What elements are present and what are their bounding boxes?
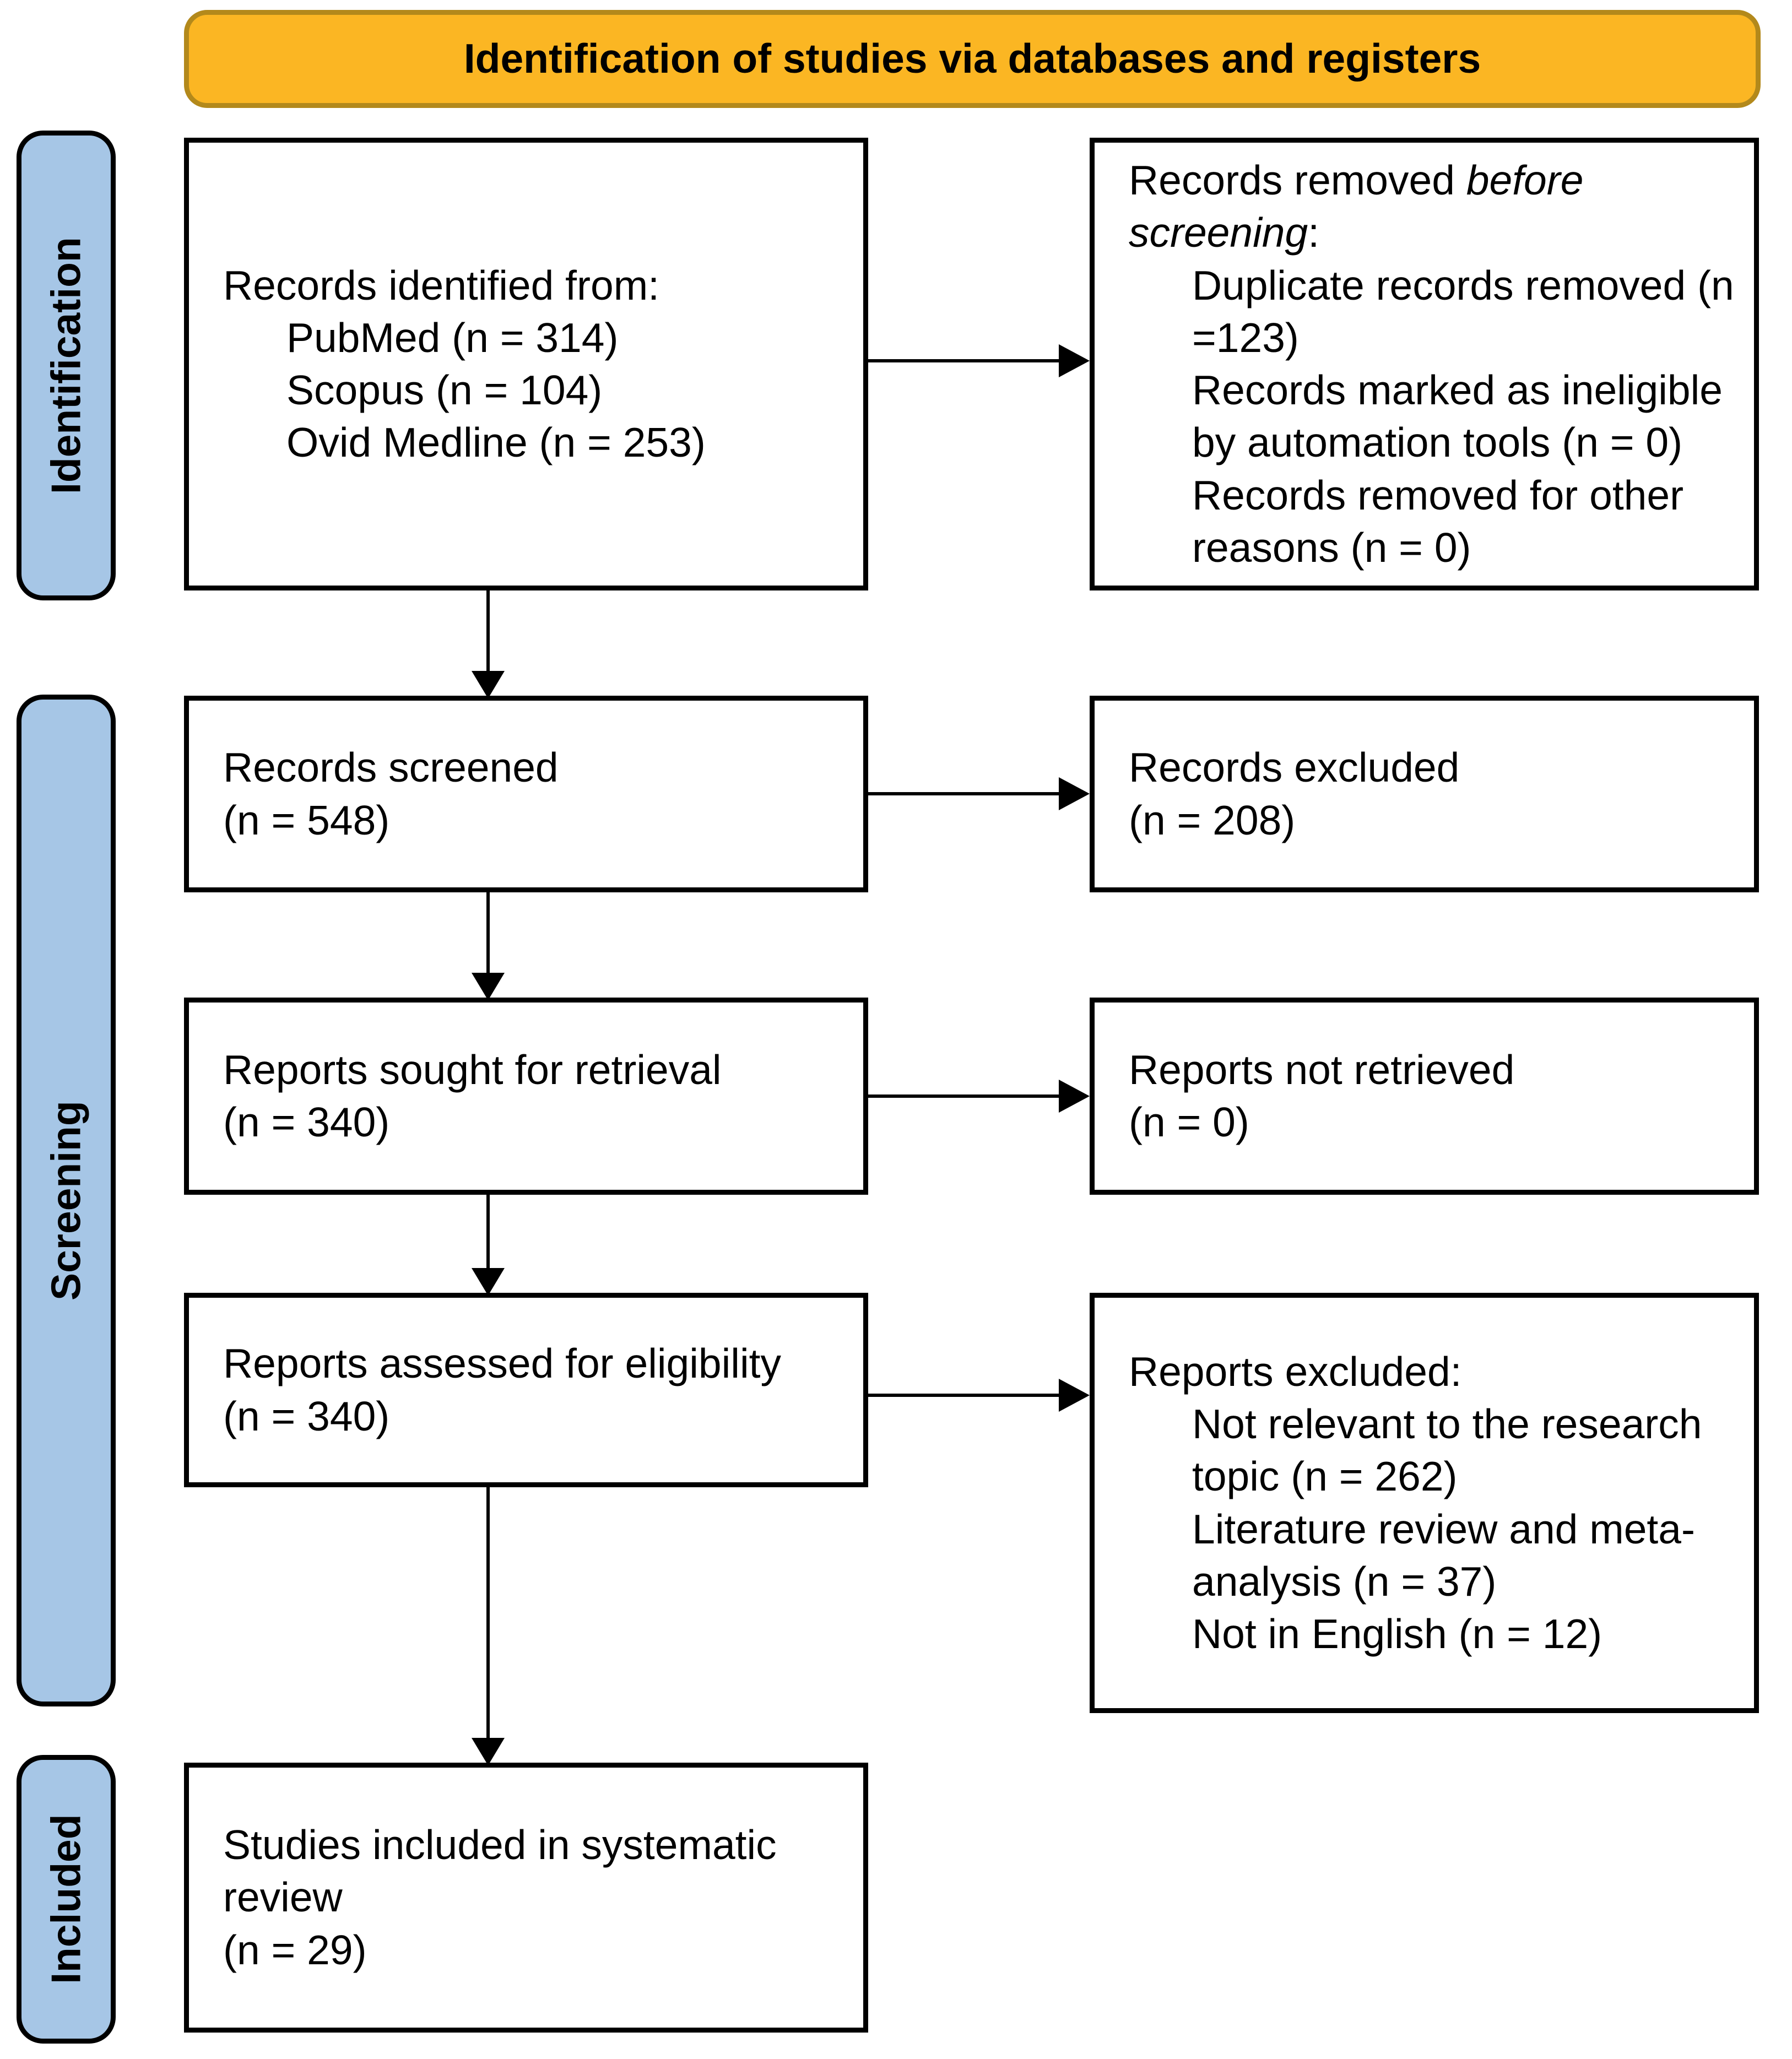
arrowhead-right-icon <box>1059 344 1090 377</box>
text-segment: : <box>1308 209 1320 256</box>
text-line: Studies included in systematic <box>223 1822 777 1868</box>
text-line: review <box>223 1874 343 1921</box>
arrow-shaft <box>868 1394 1062 1397</box>
box-reports-sought: Reports sought for retrieval (n = 340) <box>184 998 868 1195</box>
box-reports-excluded: Reports excluded: Not relevant to the re… <box>1090 1293 1759 1713</box>
text-line: Reports excluded: <box>1129 1348 1462 1395</box>
text-line: Not in English (n = 12) <box>1192 1611 1602 1657</box>
text-line: PubMed (n = 314) <box>286 314 619 361</box>
text-segment: Records removed <box>1129 157 1466 203</box>
arrowhead-down-icon <box>472 1268 505 1296</box>
header-banner: Identification of studies via databases … <box>184 10 1761 108</box>
text-line: (n = 29) <box>223 1926 367 1973</box>
box-reports-not-retrieved: Reports not retrieved (n = 0) <box>1090 998 1759 1195</box>
box-reports-assessed: Reports assessed for eligibility (n = 34… <box>184 1293 868 1487</box>
text-line: reasons (n = 0) <box>1192 524 1471 571</box>
box-records-excluded: Records excluded (n = 208) <box>1090 696 1759 892</box>
arrow-shaft <box>868 792 1062 795</box>
arrow-shaft <box>868 1094 1062 1098</box>
arrow-shaft <box>868 359 1062 362</box>
arrow-shaft <box>486 1487 490 1741</box>
arrow-shaft <box>486 892 490 976</box>
arrowhead-right-icon <box>1059 1379 1090 1412</box>
stage-label-text: Screening <box>42 1101 89 1301</box>
header-title: Identification of studies via databases … <box>463 35 1481 82</box>
arrow-shaft <box>486 1195 490 1271</box>
text-line: Records excluded <box>1129 744 1460 791</box>
stage-label-text: Included <box>42 1814 89 1985</box>
text-line: (n = 548) <box>223 796 390 843</box>
text-line: Scopus (n = 104) <box>286 367 603 413</box>
text-line: Duplicate records removed (n <box>1192 262 1734 308</box>
text-segment-italic: before <box>1466 157 1584 203</box>
arrowhead-down-icon <box>472 671 505 698</box>
box-studies-included: Studies included in systematic review (n… <box>184 1763 868 2033</box>
text-line: (n = 340) <box>223 1099 390 1145</box>
text-line: =123) <box>1192 314 1299 361</box>
text-line: topic (n = 262) <box>1192 1453 1458 1500</box>
arrowhead-right-icon <box>1059 1080 1090 1113</box>
text-line: (n = 340) <box>223 1392 390 1439</box>
text-line: Reports sought for retrieval <box>223 1046 722 1093</box>
box-records-removed: Records removed before screening: Duplic… <box>1090 138 1759 590</box>
text-line: by automation tools (n = 0) <box>1192 419 1683 466</box>
text-line: Records removed for other <box>1192 472 1684 518</box>
text-line: Ovid Medline (n = 253) <box>286 419 706 466</box>
arrowhead-down-icon <box>472 973 505 1000</box>
stage-label-included: Included <box>17 1755 116 2044</box>
arrow-shaft <box>486 590 490 674</box>
box-records-identified: Records identified from: PubMed (n = 314… <box>184 138 868 590</box>
stage-label-text: Identification <box>42 237 89 494</box>
box-records-screened: Records screened (n = 548) <box>184 696 868 892</box>
text-line: (n = 0) <box>1129 1099 1249 1145</box>
text-line: Reports not retrieved <box>1129 1046 1515 1093</box>
text-line: Records removed before <box>1129 154 1737 207</box>
text-line: Records marked as ineligible <box>1192 367 1723 413</box>
text-line: Reports assessed for eligibility <box>223 1340 781 1387</box>
stage-label-identification: Identification <box>17 131 116 600</box>
text-line: Records screened <box>223 744 559 791</box>
text-line: Records identified from: <box>223 262 660 308</box>
text-line: screening: <box>1129 207 1737 259</box>
text-line: Not relevant to the research <box>1192 1401 1702 1447</box>
arrowhead-right-icon <box>1059 777 1090 810</box>
text-segment-italic: screening <box>1129 209 1308 256</box>
text-line: Literature review and meta- <box>1192 1505 1695 1552</box>
stage-label-screening: Screening <box>17 695 116 1706</box>
arrowhead-down-icon <box>472 1738 505 1765</box>
text-line: (n = 208) <box>1129 796 1296 843</box>
text-line: analysis (n = 37) <box>1192 1558 1497 1605</box>
